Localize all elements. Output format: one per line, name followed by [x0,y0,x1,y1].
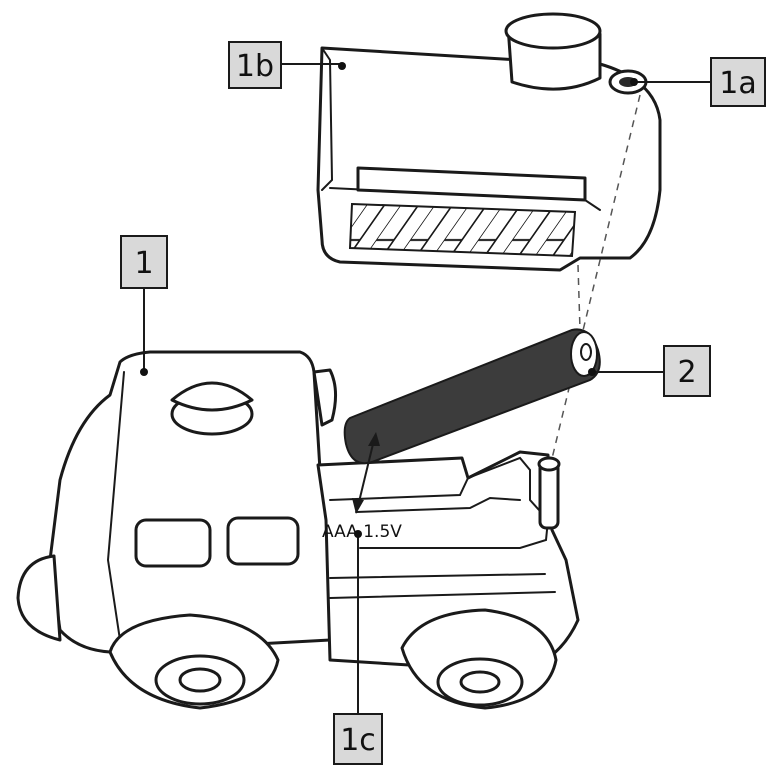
callout-1a-text: 1a [719,66,756,101]
battery-cover [316,12,662,272]
callout-1c-text: 1c [340,723,376,758]
compartment-frame [329,456,550,549]
truck-wheel-rear [400,608,558,710]
cover-rail [356,166,587,202]
toy-truck [16,350,580,710]
contact-post-top [537,456,561,472]
callout-1c: 1c [333,713,383,765]
callout-2-text: 2 [677,355,696,390]
cover-grille [348,202,577,258]
insert-arrow-head-bottom [352,498,364,514]
truck-window-right [226,516,300,566]
cabin-side-bulge [312,368,337,427]
truck-bumper [16,554,62,642]
leader-2-dot [588,368,596,376]
callout-1: 1 [120,235,168,289]
insert-arrow-head-top [368,432,380,446]
leader-1b-dot [338,62,346,70]
truck-window-left [134,518,212,568]
insert-arrow [357,439,375,507]
callout-1a: 1a [710,57,766,107]
guide-line-cover [577,264,581,331]
cover-side-flap [321,47,334,191]
callout-1b: 1b [228,41,282,89]
guide-line-screw [547,94,641,476]
leader-1a-dot [630,78,638,86]
aaa-battery [343,328,601,465]
compartment-inner [355,496,521,513]
battery-marking: AAA 1.5V [322,522,402,542]
leader-1c-dot [354,530,362,538]
chassis-rail-1 [329,573,546,579]
callout-1-text: 1 [134,246,153,281]
leader-1-dot [140,368,148,376]
cabin-ridge [106,371,125,641]
chimney-top [504,12,602,50]
callout-2: 2 [663,345,711,397]
battery-body [343,328,601,465]
battery-terminal [580,343,592,361]
truck-wheel-front [108,613,280,710]
cabin-cap-top [170,381,254,412]
chassis-rail-2 [329,591,556,599]
callout-1b-text: 1b [236,49,274,84]
contact-post [538,460,560,530]
